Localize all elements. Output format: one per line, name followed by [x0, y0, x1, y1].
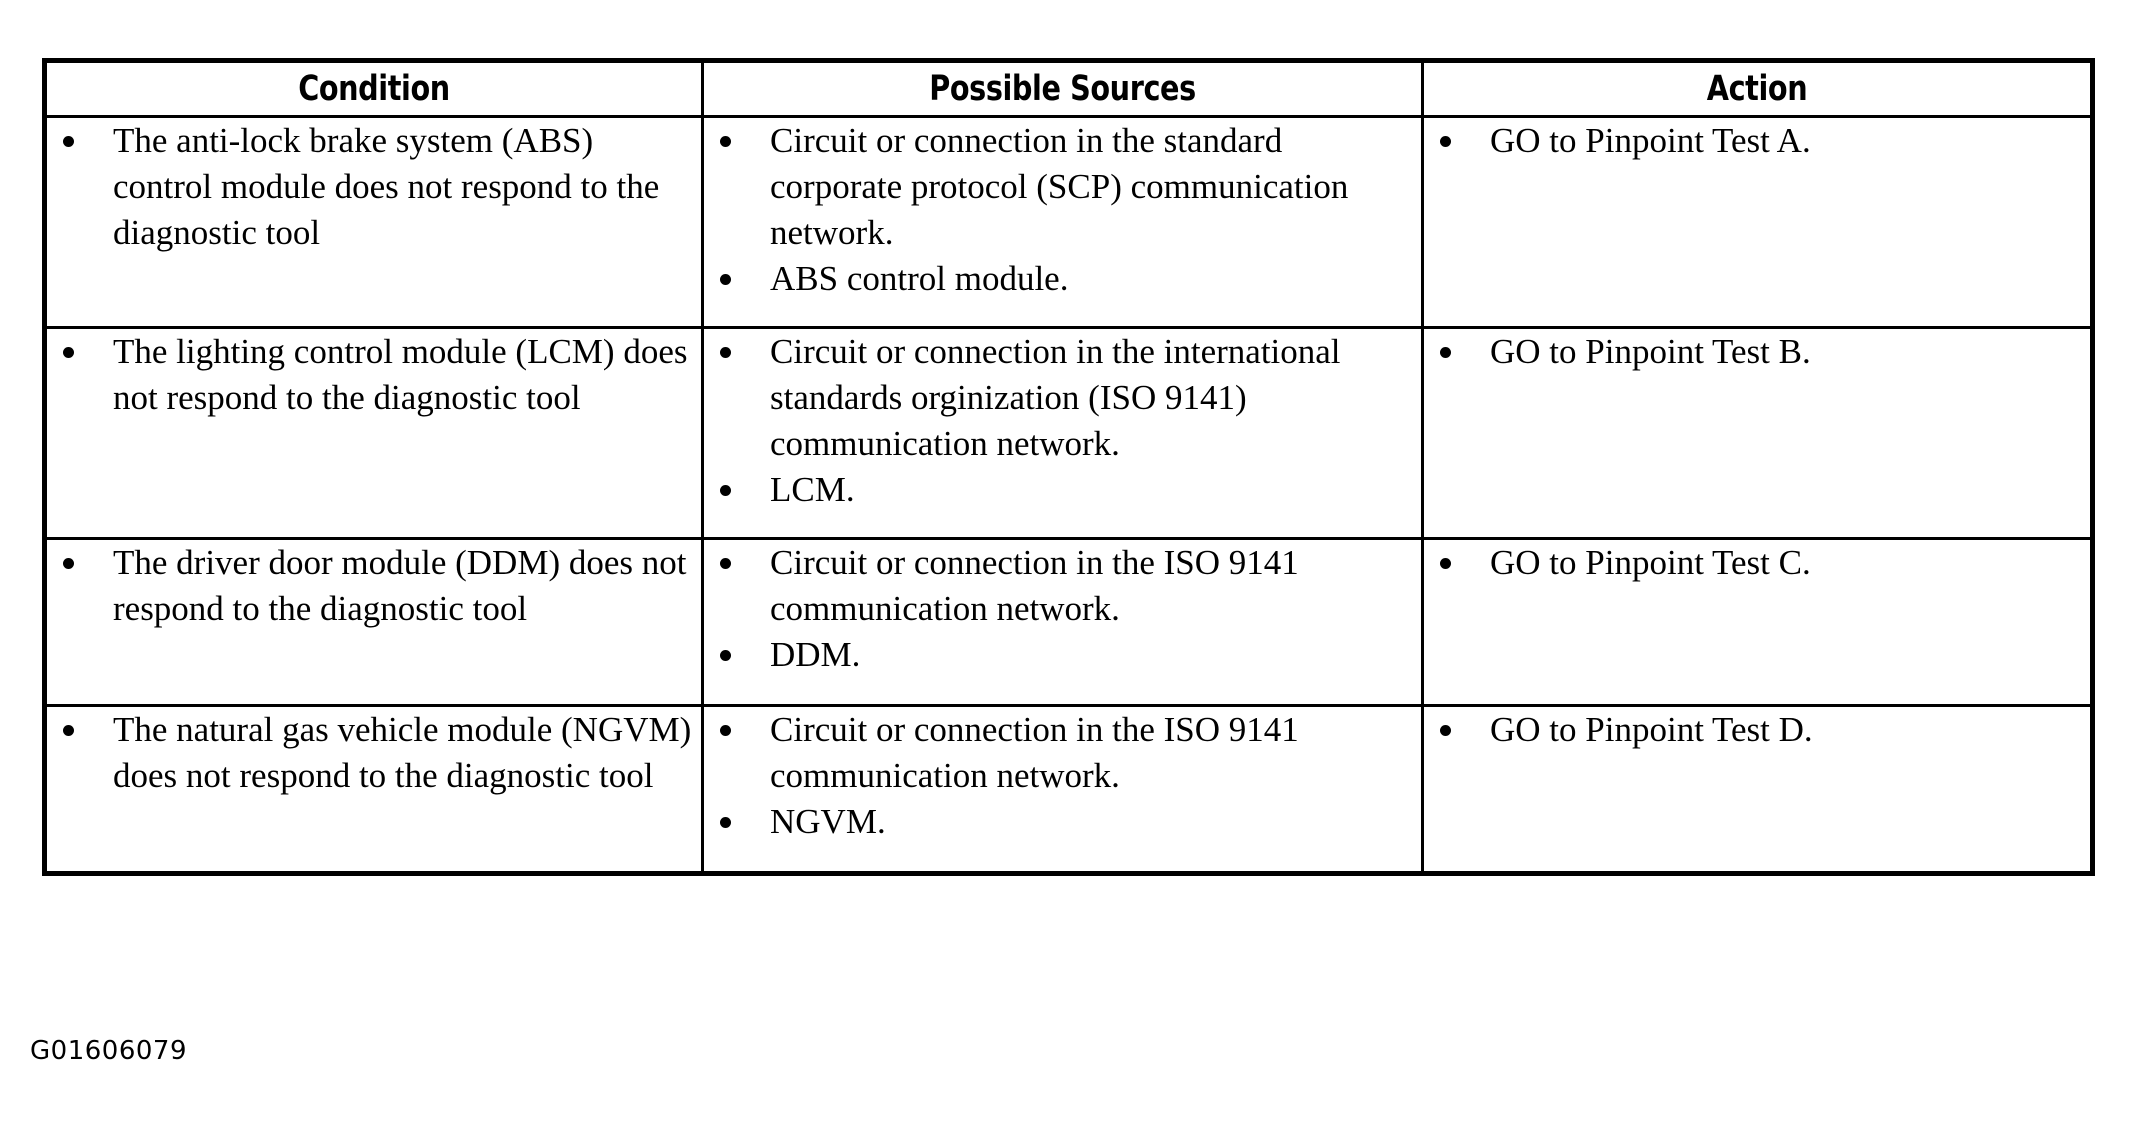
cell-possible-sources: Circuit or connection in the ISO 9141 co…	[701, 537, 1424, 707]
cell-possible-sources: Circuit or connection in the standard co…	[701, 115, 1424, 329]
list-item: The anti-lock brake system (ABS) control…	[47, 118, 701, 256]
list-item: DDM.	[704, 632, 1421, 678]
column-header-possible-sources-label: Possible Sources	[929, 69, 1196, 109]
header-row: Condition Possible Sources Action	[44, 60, 2093, 118]
bullet-icon	[720, 650, 731, 661]
bullet-icon	[720, 817, 731, 828]
sources-bullet-list: Circuit or connection in the standard co…	[704, 118, 1421, 302]
bullet-icon	[63, 136, 74, 147]
figure-caption: G01606079	[30, 1036, 187, 1066]
bullet-icon	[720, 558, 731, 569]
list-item: GO to Pinpoint Test A.	[1424, 118, 2090, 164]
column-header-condition-label: Condition	[298, 69, 450, 109]
bullet-icon	[720, 274, 731, 285]
condition-bullet-list: The natural gas vehicle module (NGVM) do…	[47, 707, 701, 799]
cell-possible-sources: Circuit or connection in the ISO 9141 co…	[701, 704, 1424, 874]
list-item: GO to Pinpoint Test C.	[1424, 540, 2090, 586]
list-item: The driver door module (DDM) does not re…	[47, 540, 701, 632]
action-bullet-list: GO to Pinpoint Test A.	[1424, 118, 2090, 164]
column-header-action-label: Action	[1706, 69, 1808, 109]
column-header-possible-sources: Possible Sources	[701, 60, 1424, 118]
cell-action: GO to Pinpoint Test A.	[1421, 115, 2093, 329]
cell-condition: The lighting control module (LCM) does n…	[44, 326, 704, 540]
cell-possible-sources: Circuit or connection in the internation…	[701, 326, 1424, 540]
list-item: GO to Pinpoint Test D.	[1424, 707, 2090, 753]
diagnostic-table: Condition Possible Sources Action The an…	[42, 58, 2095, 876]
table-header: Condition Possible Sources Action	[44, 60, 2093, 118]
table-row: The anti-lock brake system (ABS) control…	[44, 115, 2093, 329]
condition-bullet-list: The anti-lock brake system (ABS) control…	[47, 118, 701, 256]
list-item: Circuit or connection in the ISO 9141 co…	[704, 707, 1421, 799]
list-item: Circuit or connection in the ISO 9141 co…	[704, 540, 1421, 632]
table-body: The anti-lock brake system (ABS) control…	[44, 115, 2093, 874]
bullet-icon	[1440, 347, 1451, 358]
sources-bullet-list: Circuit or connection in the internation…	[704, 329, 1421, 513]
list-item: The natural gas vehicle module (NGVM) do…	[47, 707, 701, 799]
action-bullet-list: GO to Pinpoint Test B.	[1424, 329, 2090, 375]
list-item: The lighting control module (LCM) does n…	[47, 329, 701, 421]
cell-action: GO to Pinpoint Test B.	[1421, 326, 2093, 540]
cell-action: GO to Pinpoint Test C.	[1421, 537, 2093, 707]
sources-bullet-list: Circuit or connection in the ISO 9141 co…	[704, 707, 1421, 845]
bullet-icon	[1440, 725, 1451, 736]
list-item: ABS control module.	[704, 256, 1421, 302]
bullet-icon	[1440, 558, 1451, 569]
bullet-icon	[63, 558, 74, 569]
action-bullet-list: GO to Pinpoint Test D.	[1424, 707, 2090, 753]
bullet-icon	[720, 136, 731, 147]
list-item: NGVM.	[704, 799, 1421, 845]
bullet-icon	[720, 725, 731, 736]
cell-condition: The driver door module (DDM) does not re…	[44, 537, 704, 707]
condition-bullet-list: The driver door module (DDM) does not re…	[47, 540, 701, 632]
bullet-icon	[63, 725, 74, 736]
cell-action: GO to Pinpoint Test D.	[1421, 704, 2093, 874]
condition-bullet-list: The lighting control module (LCM) does n…	[47, 329, 701, 421]
bullet-icon	[1440, 136, 1451, 147]
action-bullet-list: GO to Pinpoint Test C.	[1424, 540, 2090, 586]
table-row: The driver door module (DDM) does not re…	[44, 537, 2093, 707]
cell-condition: The anti-lock brake system (ABS) control…	[44, 115, 704, 329]
column-header-action: Action	[1421, 60, 2093, 118]
list-item: Circuit or connection in the internation…	[704, 329, 1421, 467]
cell-condition: The natural gas vehicle module (NGVM) do…	[44, 704, 704, 874]
list-item: LCM.	[704, 467, 1421, 513]
sources-bullet-list: Circuit or connection in the ISO 9141 co…	[704, 540, 1421, 678]
column-header-condition: Condition	[44, 60, 704, 118]
table-row: The lighting control module (LCM) does n…	[44, 326, 2093, 540]
table-row: The natural gas vehicle module (NGVM) do…	[44, 704, 2093, 874]
bullet-icon	[720, 485, 731, 496]
list-item: Circuit or connection in the standard co…	[704, 118, 1421, 256]
list-item: GO to Pinpoint Test B.	[1424, 329, 2090, 375]
bullet-icon	[63, 347, 74, 358]
bullet-icon	[720, 347, 731, 358]
